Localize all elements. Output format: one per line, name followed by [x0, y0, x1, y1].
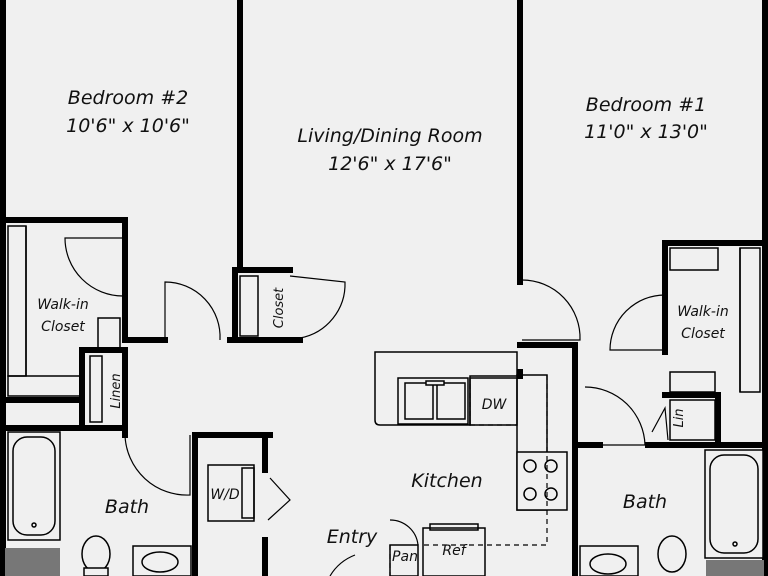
- bedroom2-size: 10'6" x 10'6": [66, 115, 190, 137]
- dw-label: DW: [482, 397, 508, 413]
- doors: [64, 237, 669, 576]
- linen-label: Linen: [109, 373, 124, 408]
- bedroom1-name: Bedroom #1: [586, 94, 706, 116]
- ref-label: Ref: [442, 543, 467, 559]
- details: [5, 225, 764, 576]
- living-name: Living/Dining Room: [297, 125, 482, 147]
- bath-right-label: Bath: [623, 491, 667, 513]
- closet-label: Closet: [272, 287, 287, 328]
- kitchen-label: Kitchen: [411, 470, 482, 492]
- pan-label: Pan: [392, 549, 418, 565]
- walkin-right-line1: Walk-in: [677, 304, 728, 320]
- walkin-right-line2: Closet: [681, 326, 725, 342]
- wd-label: W/D: [210, 487, 240, 503]
- bedroom1-size: 11'0" x 13'0": [584, 121, 708, 143]
- walkin-left-line2: Closet: [41, 319, 85, 335]
- bath-left-label: Bath: [105, 496, 149, 518]
- living-size: 12'6" x 17'6": [328, 153, 452, 175]
- lin-label: Lin: [672, 408, 687, 427]
- bedroom2-name: Bedroom #2: [68, 87, 188, 109]
- walkin-left-line1: Walk-in: [37, 297, 88, 313]
- entry-label: Entry: [327, 526, 378, 548]
- labels: Bedroom #2 10'6" x 10'6" Living/Dining R…: [37, 87, 728, 565]
